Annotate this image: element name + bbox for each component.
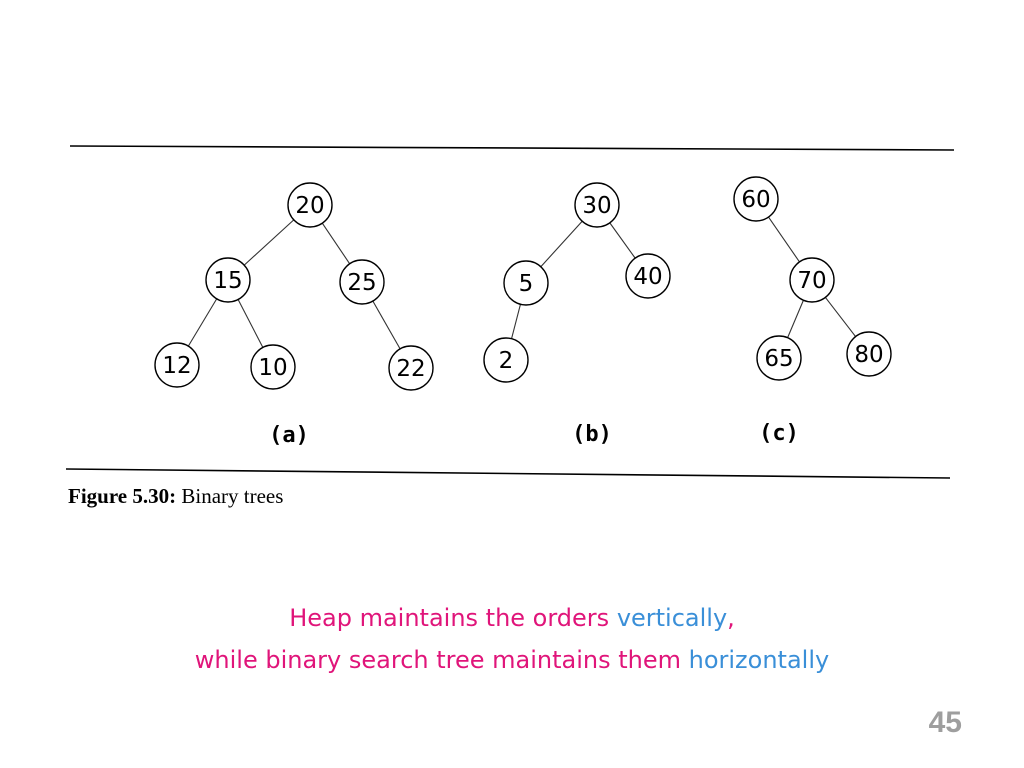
edge-b30-b5	[540, 220, 583, 268]
figure-caption: Figure 5.30: Binary trees	[68, 484, 283, 508]
note-emphasis-vertically: vertically	[616, 604, 728, 632]
node-circle	[388, 345, 434, 391]
node-value: 22	[396, 356, 425, 382]
node-circle	[789, 257, 835, 303]
tree-node-80: 80	[846, 331, 892, 377]
tree-node-15: 15	[205, 257, 251, 303]
node-circle	[503, 260, 549, 306]
node-circle	[574, 182, 620, 228]
edge-a25-a22	[372, 300, 401, 350]
page-number: 45	[928, 706, 962, 739]
edge-c60-c70	[768, 216, 800, 263]
tree-node-40: 40	[625, 253, 671, 299]
figure-caption-text: Binary trees	[176, 484, 283, 508]
node-circle	[154, 342, 200, 388]
node-value: 12	[162, 353, 191, 379]
node-value: 70	[797, 268, 826, 294]
node-value: 2	[499, 348, 514, 374]
binary-trees-figure: 20 15 25 12 10 22 30 5 40 2 60 70 65 80 (a) (b) (c) F…	[65, 145, 955, 508]
tree-node-2: 2	[483, 337, 529, 383]
edge-a20-a25	[321, 222, 351, 265]
node-value: 10	[258, 355, 287, 381]
nodes-layer: 20 15 25 12 10 22 30 5 40 2 60 70 65 80	[154, 176, 892, 391]
node-value: 40	[633, 264, 662, 290]
note-line-2-text: while binary search tree maintains them	[194, 646, 689, 674]
tree-label-c: (c)	[759, 421, 799, 446]
node-value: 5	[519, 271, 534, 297]
note-emphasis-horizontally: horizontally	[688, 646, 830, 674]
tree-node-5: 5	[503, 260, 549, 306]
note-line-1: Heap maintains the orders vertically,	[0, 603, 1024, 633]
top-rule	[69, 145, 955, 151]
tree-node-25: 25	[339, 259, 385, 305]
edge-a15-a12	[187, 298, 218, 347]
note-line-1-text: Heap maintains the orders	[289, 604, 617, 632]
tree-node-30: 30	[574, 182, 620, 228]
tree-node-60: 60	[733, 176, 779, 222]
tree-label-b: (b)	[572, 422, 612, 447]
edge-a15-a10	[237, 299, 264, 348]
figure-caption-number: Figure 5.30:	[68, 484, 176, 508]
tree-node-70: 70	[789, 257, 835, 303]
node-circle	[339, 259, 385, 305]
edge-b5-b2	[510, 304, 522, 339]
edge-a20-a15	[243, 219, 295, 266]
node-circle	[846, 331, 892, 377]
tree-node-12: 12	[154, 342, 200, 388]
node-value: 80	[854, 342, 883, 368]
edge-c70-c80	[824, 297, 857, 337]
tree-node-65: 65	[756, 335, 802, 381]
node-value: 30	[582, 193, 611, 219]
note-line-2: while binary search tree maintains them …	[0, 645, 1024, 675]
tree-node-20: 20	[287, 182, 333, 228]
tree-node-22: 22	[388, 345, 434, 391]
note-line-1-comma: ,	[727, 604, 735, 632]
node-value: 25	[347, 270, 376, 296]
node-circle	[756, 335, 802, 381]
node-circle	[287, 182, 333, 228]
tree-node-10: 10	[250, 344, 296, 390]
node-circle	[483, 337, 529, 383]
bottom-rule	[65, 468, 951, 479]
node-circle	[625, 253, 671, 299]
node-circle	[205, 257, 251, 303]
edge-c70-c65	[787, 300, 804, 338]
node-circle	[733, 176, 779, 222]
node-value: 20	[295, 193, 324, 219]
node-circle	[250, 344, 296, 390]
tree-label-a: (a)	[269, 423, 309, 448]
edge-b30-b40	[609, 222, 636, 259]
node-value: 65	[764, 346, 793, 372]
node-value: 15	[213, 268, 242, 294]
node-value: 60	[741, 187, 770, 213]
edges-layer	[187, 216, 857, 350]
